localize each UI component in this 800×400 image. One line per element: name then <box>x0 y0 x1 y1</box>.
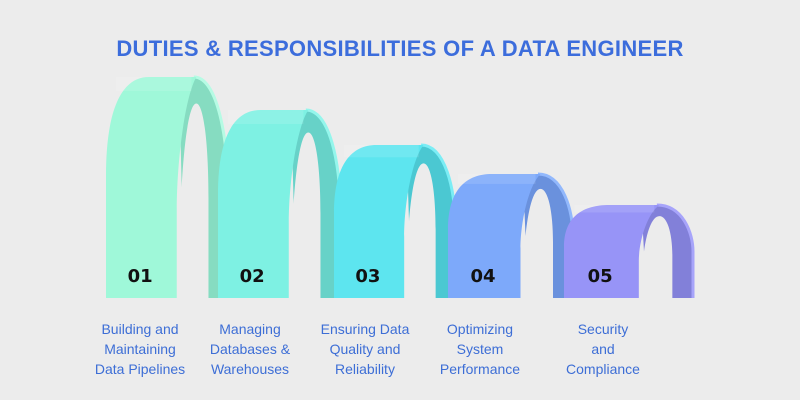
arch-front-face <box>564 205 660 298</box>
arch-front-face <box>448 174 541 298</box>
arch-top-highlight <box>458 174 536 184</box>
arch-step-4: 04 <box>448 172 575 298</box>
step-number: 04 <box>470 266 495 287</box>
arch-step-2: 02 <box>218 108 342 298</box>
step-number: 02 <box>240 266 265 287</box>
step-number: 05 <box>588 266 613 287</box>
arch-back-face <box>291 110 340 298</box>
arch-step-1: 01 <box>106 75 230 298</box>
arch-front-face <box>218 110 309 298</box>
arch-back-face <box>523 174 573 298</box>
step-number: 01 <box>128 266 153 287</box>
arch-top-highlight <box>115 77 192 91</box>
arch-step-5: 05 <box>564 203 695 298</box>
arch-front-face <box>106 77 197 298</box>
arch-top-highlight <box>343 145 419 158</box>
arch-back-face <box>406 145 455 298</box>
arch-rim <box>656 203 695 298</box>
arch-step-3: 03 <box>334 143 457 298</box>
arch-top-highlight <box>574 205 655 213</box>
arch-back-face <box>641 205 693 298</box>
arch-front-face <box>334 145 424 298</box>
page-title: DUTIES & RESPONSIBILITIES OF A DATA ENGI… <box>116 36 684 61</box>
arch-top-highlight <box>227 110 304 124</box>
step-number: 03 <box>355 266 380 287</box>
arch-back-face <box>179 77 228 298</box>
